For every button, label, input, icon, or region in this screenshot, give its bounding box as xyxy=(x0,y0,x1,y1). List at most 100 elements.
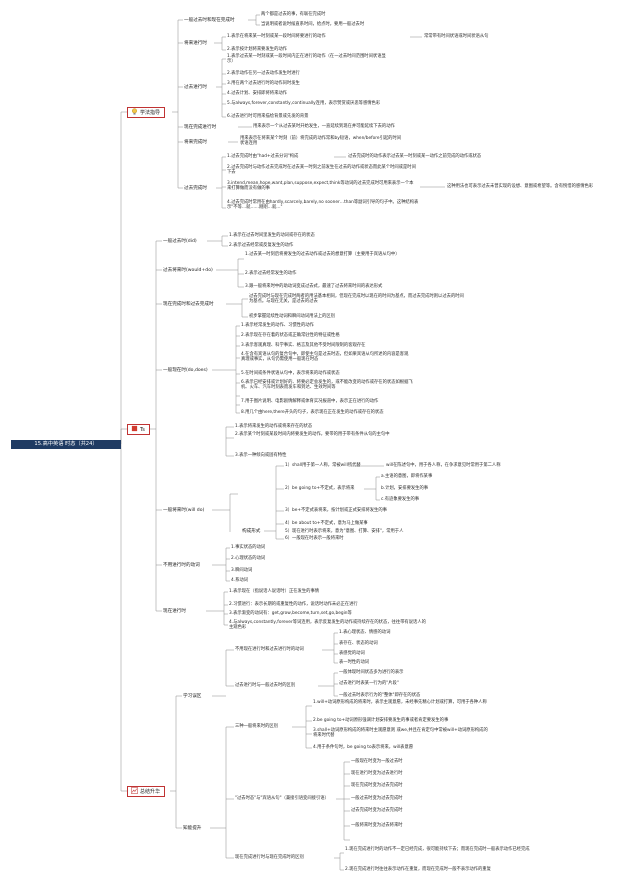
leaf: 5）现在进行时表示将来，意为"意图、打算、安排"，常用于人 xyxy=(285,529,404,534)
branch-common-mistakes[interactable]: 学习误区 xyxy=(183,694,202,699)
leaf: 这种用法也可表示过去未曾实现的设想、意图或希望等。含有惋惜的感情色彩 xyxy=(447,184,594,189)
branch-future-perfect[interactable]: 将来完成时 xyxy=(184,140,207,145)
leaf: 1.现在完成进行时的动作不一定已经完成，很可能持续下去；而现在完成时一般表示动作… xyxy=(345,847,530,852)
leaf: 初步掌握延续性动词和瞬间动词用法上的区别 xyxy=(249,314,335,319)
leaf: 1.表示在将来某一时刻或某一段时间将要进行的动作 xyxy=(227,34,326,39)
leaf: 现在完成进行时与现在完成时的区别 xyxy=(235,855,304,860)
branch-simple-future[interactable]: 一般将来时(will do) xyxy=(163,508,205,513)
leaf: 4.过去计划、安排即将将来动作 xyxy=(227,91,287,96)
branch-past-continuous[interactable]: 过去进行时 xyxy=(184,85,207,90)
main-node-summary[interactable]: 总结升华 xyxy=(127,786,166,797)
leaf: 5.在时间或条件状语从句中，表示将来的动作或状态 xyxy=(241,371,340,376)
leaf: 过去进行时表某一行为的"片段" xyxy=(339,681,399,686)
branch-future-in-past[interactable]: 过去将来时(would+do) xyxy=(163,268,213,273)
leaf: 4.系动词 xyxy=(231,578,248,583)
leaf: 用来表示在将来某个时刻（前）将完成的动作常和by短语，when/before引起… xyxy=(240,136,402,147)
branch-knowledge-improvement[interactable]: 知能提升 xyxy=(183,826,202,831)
lightbulb-icon xyxy=(132,108,137,115)
leaf: 两个都是过去的事，有联在完成时 xyxy=(261,12,326,17)
leaf: 1.will+动词原形构成的将来时，表示主观意愿，未经事先精心计划或打算，可用于… xyxy=(313,700,487,705)
leaf: 4.过去完成时常用在由hardly,scarcely,barely,no soo… xyxy=(227,200,419,211)
leaf: 3.瞬间动词 xyxy=(231,568,253,573)
leaf: a.主语的意图，即将作某事 xyxy=(381,474,433,479)
leaf: 7.用于图片说明、电影剧情解释或体育实况报道中，表示正在进行的动作 xyxy=(241,399,379,404)
leaf: 1.表心理状态、情感的动词 xyxy=(339,630,391,635)
leaf: 过去完成时与现在完成时两者的用法基本相同，但现在完成时以现在的时间为基点，而过去… xyxy=(249,294,464,305)
leaf: 2.表示按计划将来要发生的动作 xyxy=(227,47,287,52)
branch-future-continuous[interactable]: 将来进行时 xyxy=(184,41,207,46)
leaf: will在陈述句中，用于各人称，在争求意见时常用于第二人称 xyxy=(386,463,501,468)
leaf: 6）一般现在时表示一般将来时 xyxy=(285,536,344,541)
leaf: 4.在含有宾语从句的复合句中，即使主句是过去时态，但如果宾语从句所述的内容是客观… xyxy=(241,352,409,363)
main-node-tenses[interactable]: Ts xyxy=(127,424,150,435)
leaf: 过去完成时的动作表示过去某一时刻或某一动作之前完成的动作或状态 xyxy=(348,154,482,159)
leaf: "过去时态"与"宾语从句"（兼接引语变间接引语） xyxy=(235,796,329,801)
leaf: 三种一般将来时的区别 xyxy=(235,724,278,729)
leaf: 一般将来时变为过去将来时 xyxy=(351,823,403,828)
leaf: 2.表示现在存在着的状态或正确常驻性的特征或性格 xyxy=(241,333,340,338)
leaf: 3.表示一种倾向或固有特性 xyxy=(235,453,287,458)
branch-past-and-present-perfect[interactable]: 一般过去时和现在完成时 xyxy=(184,18,235,23)
leaf: 表感觉的动词 xyxy=(339,651,365,656)
leaf: 2）be going to+不定式，表示将来 xyxy=(285,486,355,491)
leaf: 3.intend,mean,hope,want,plan,suppose,exp… xyxy=(227,181,414,192)
leaf: 1.表示将来发生的动作或将来存在的状态 xyxy=(235,424,313,429)
leaf: 4.用于条件句时，be going to表示将来，will表意愿 xyxy=(313,745,414,750)
leaf: 一般体现时间状态多为进行的表示 xyxy=(339,670,404,675)
leaf: 6.表示已经安排或计划好的、将要必定会发生的，或不能改变的动作或存在的状态如根据… xyxy=(241,380,413,391)
leaf: 表一时性的动词 xyxy=(339,660,370,665)
leaf: 当说明或者说时候直系时间，给点时，要用一般过去时 xyxy=(261,22,365,27)
leaf: 1）shall用于第一人称，常被will所代替 xyxy=(285,463,361,468)
main-node-label: 总结升华 xyxy=(140,789,161,795)
leaf: 3.表示渐变的动词有：get,grow,become,turn,set,go,b… xyxy=(229,611,352,616)
leaf: 8.用几个由here,there开头的句子，表示现在正在发生的动作或存在的状态 xyxy=(241,410,384,415)
leaf: 3.跟一般将来时中的助动词变成过去式，最速了过去将来时间的表达形式 xyxy=(245,284,383,289)
leaf: c.有迹象要发生的事 xyxy=(381,497,420,502)
leaf: 1.事实状态的动词 xyxy=(231,545,266,550)
leaf: 一般过去时表示行为的"整体"即存在的状态 xyxy=(339,693,421,698)
leaf: 1.表示现在（指说话人说话时）正在发生的事情 xyxy=(229,589,320,594)
leaf: 2.现在完成进行时往往表示动作在重复，而现在完成时一般不表示动作的重复 xyxy=(345,867,491,872)
branch-simple-past[interactable]: 一般过去时(did) xyxy=(163,239,197,244)
structure-label: 构成形式 xyxy=(242,529,261,534)
leaf: 2.习惯进行：表示长期的或重复性的动作，说话时动作未必正在进行 xyxy=(229,602,358,607)
branch-stative-verbs[interactable]: 不用进行时的动词 xyxy=(163,563,200,568)
leaf: b.计划，安排要发生的事 xyxy=(381,486,429,491)
leaf: 过去完成时变为过去完成时 xyxy=(351,808,403,813)
leaf: 1.表示过去某一时刻或某一段时间内正在进行的动作（在一过去时间范围时间状语显示） xyxy=(227,54,386,65)
leaf: 2.表示过去经常或反复发生的动作 xyxy=(229,243,294,248)
leaf: 现在完成时变为过去完成时 xyxy=(351,783,403,788)
leaf: 一般过去时变为过去完成时 xyxy=(351,796,403,801)
main-node-label: Ts xyxy=(140,427,145,433)
root-node[interactable]: 15.高中英语 时态（共24） xyxy=(11,440,121,449)
flag-icon xyxy=(131,425,138,432)
leaf: 2.表示过去经常发生的动作 xyxy=(245,271,297,276)
leaf: 现在进行时变为过去进行时 xyxy=(351,771,403,776)
leaf: 1.表示在过去时间里发生的动词或存在的状态 xyxy=(229,233,315,238)
leaf: 3.用在两个过去进行时的动作同时发生 xyxy=(227,81,300,86)
leaf: 2.表示动作在另一过去动作发生时进行 xyxy=(227,71,300,76)
leaf: 2.心理状态的动词 xyxy=(231,556,266,561)
leaf: 常常带有时间状语或时间状语从句 xyxy=(424,34,489,39)
leaf: 不用现在进行时和过去进行时的动词 xyxy=(235,647,304,652)
branch-present-and-past-perfect[interactable]: 现在完成时和过去完成时 xyxy=(163,302,214,307)
leaf: 用来表示一个从过去某时开始发生，一直延续到现在并可能延续下去的动作 xyxy=(253,124,395,129)
main-node-study-guide[interactable]: 学法指导 xyxy=(127,107,166,118)
leaf: 1.过去某一时刻后将要发生的过去动作或过去的想意打算（主要用于宾语从句中） xyxy=(245,252,400,257)
chart-icon xyxy=(131,787,138,794)
branch-present-continuous[interactable]: 现在进行时 xyxy=(163,609,186,614)
leaf: 4.与always,constantly,forever等词连用，表示反复发生的… xyxy=(229,620,426,631)
leaf: 2.be going to+动词原形强调计划安排要发生的事或者肯定要发生的事 xyxy=(313,718,449,723)
branch-simple-present[interactable]: 一般现在时(do,does) xyxy=(163,368,208,373)
branch-past-perfect[interactable]: 过去完成时 xyxy=(184,186,207,191)
leaf: 3.表示客观真理、科学事实、格言及其他不受时间限制的客观存在 xyxy=(241,343,366,348)
leaf: 1.过去完成时由"had+过去分词"构成 xyxy=(227,154,299,159)
leaf: 3.shall+动词原形构成的将来时主观愿意则 或we,并且在肯定句中常被wil… xyxy=(313,728,488,739)
leaf: 4）be about to+不定式，意为马上做某事 xyxy=(285,521,368,526)
leaf: 5.与always,forever,constantly,continually… xyxy=(227,101,381,106)
branch-present-perfect-continuous[interactable]: 现在完成进行时 xyxy=(184,125,217,130)
leaf: 过去进行时与一般过去时的区别 xyxy=(235,683,296,688)
leaf: 表存在、状态的动词 xyxy=(339,641,378,646)
leaf: 2.过去完成时与动作过去完成时在过去某一时刻之前发生在过去的动作或状态而此某个时… xyxy=(227,165,416,176)
